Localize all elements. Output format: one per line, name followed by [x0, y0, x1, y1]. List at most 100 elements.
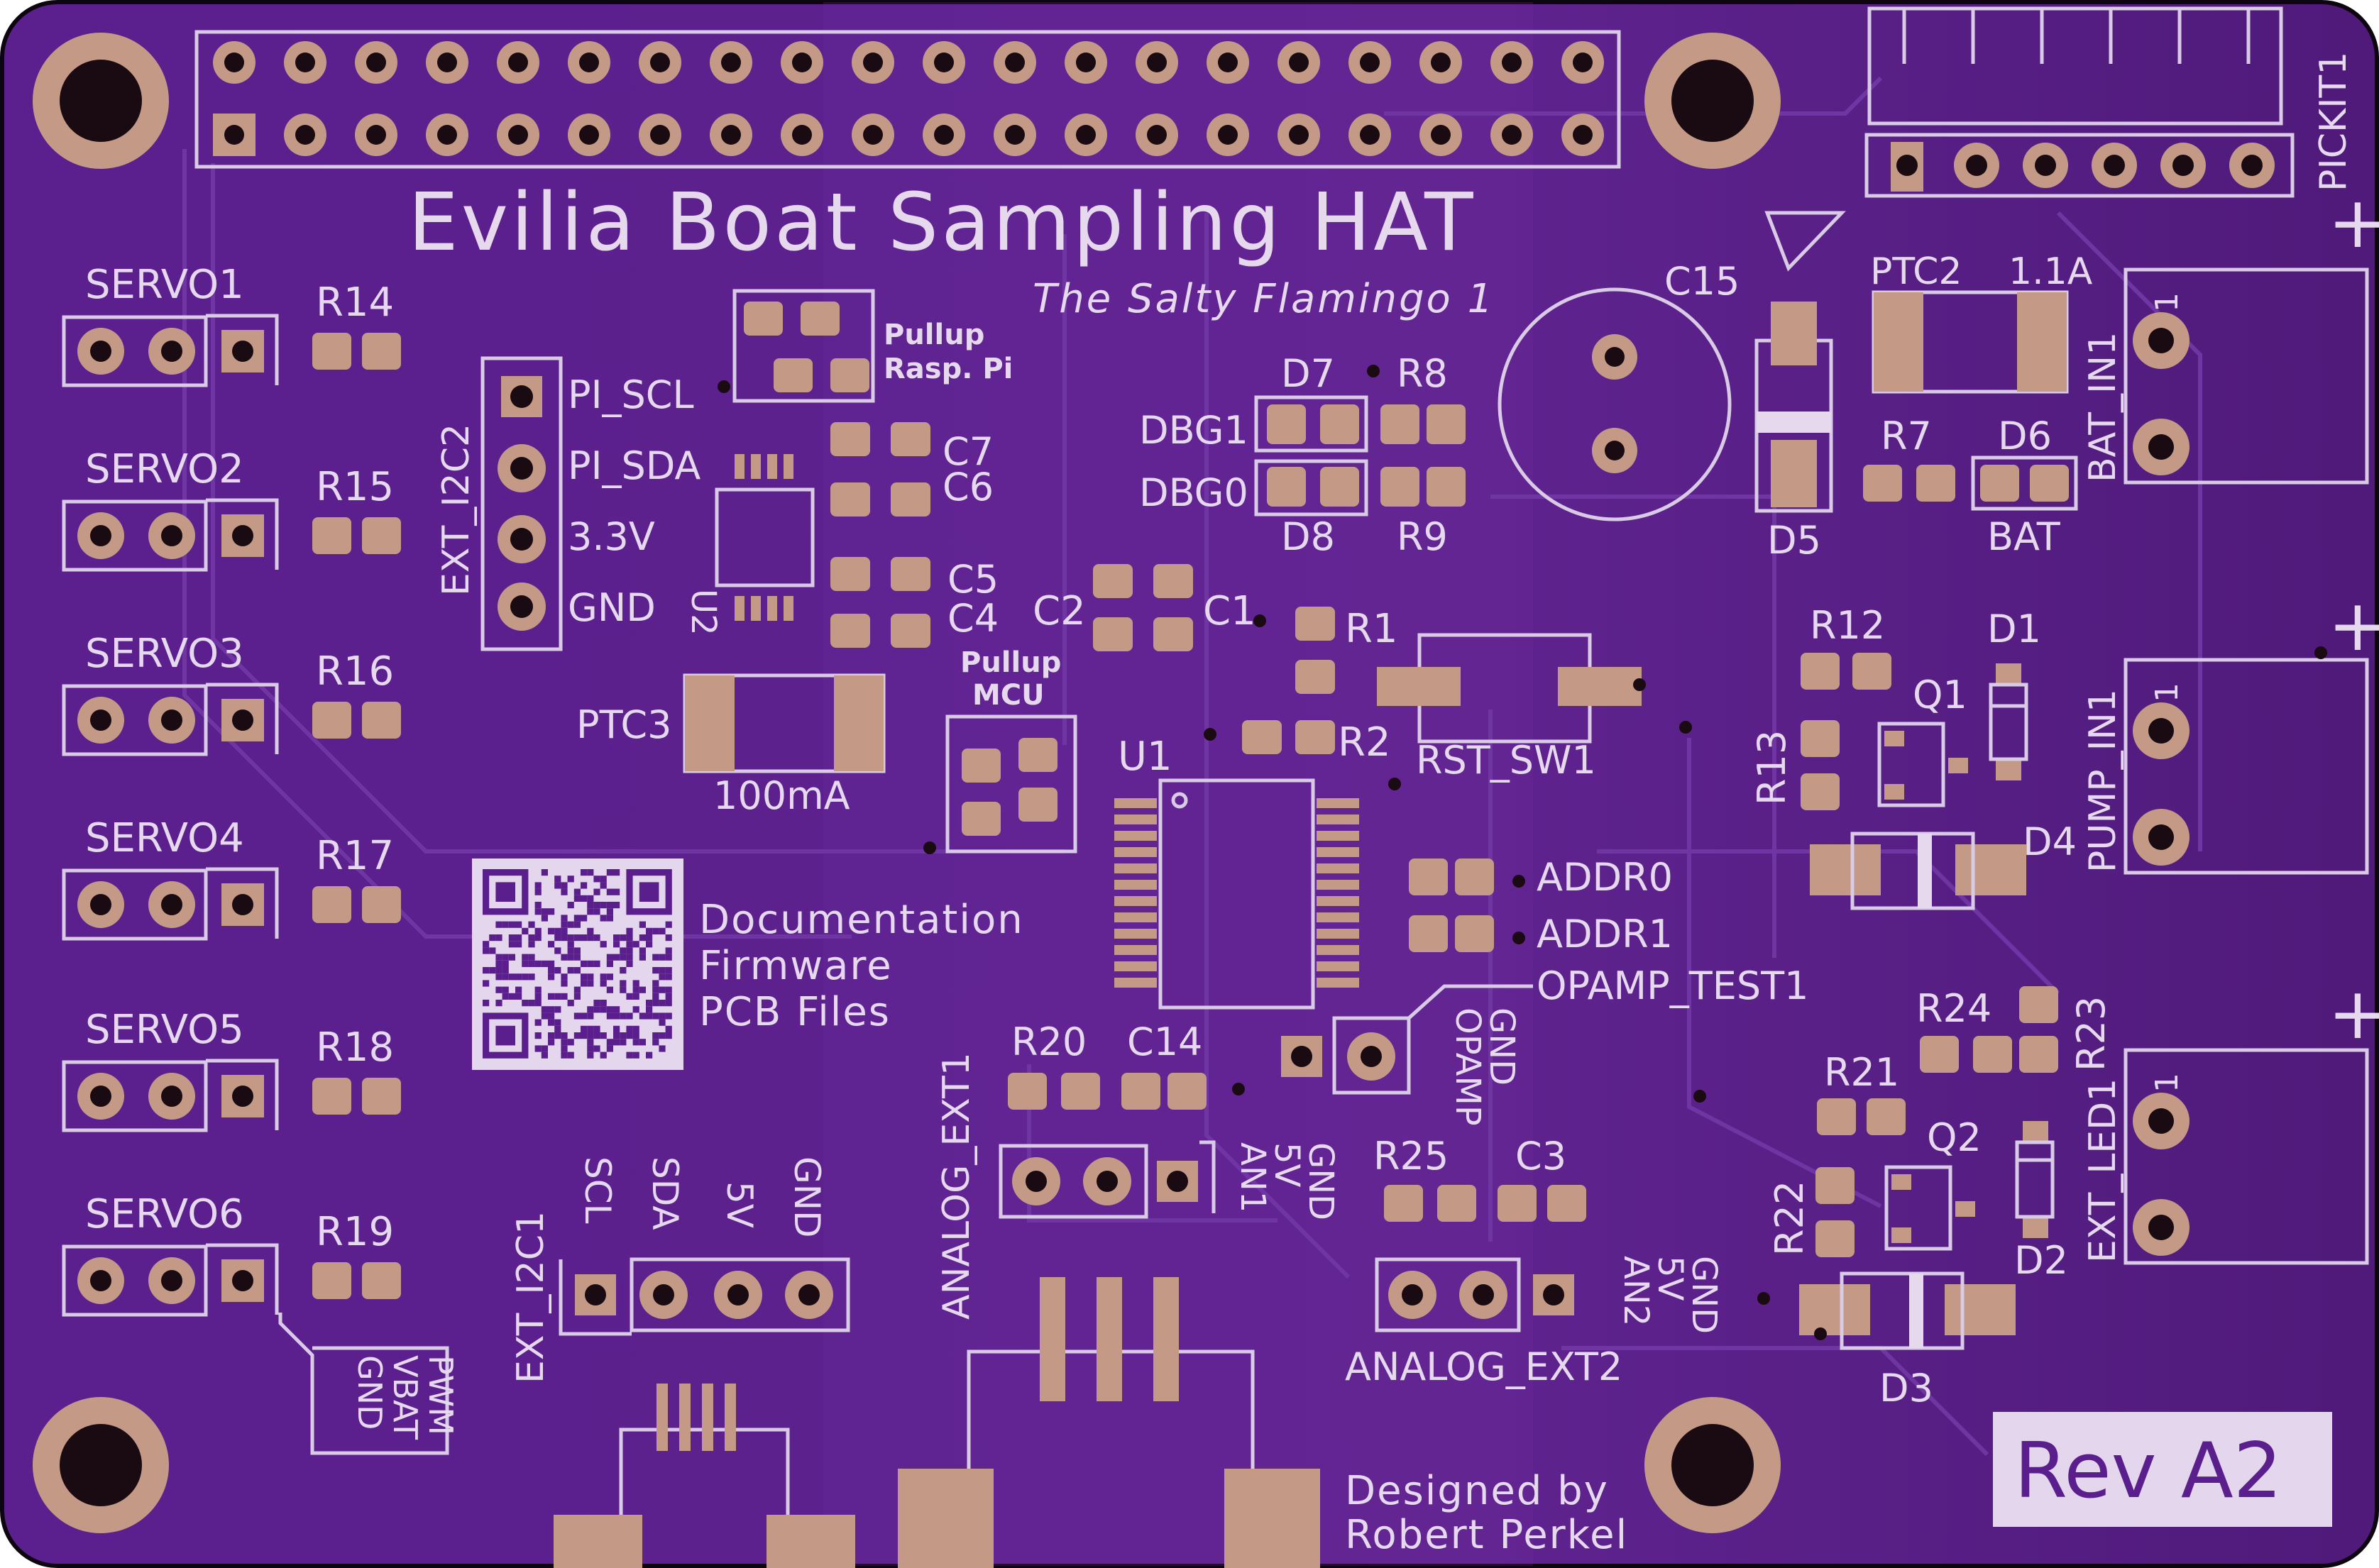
r1-label: R1 — [1345, 606, 1398, 652]
servo-resistor-label: R16 — [316, 648, 394, 695]
qr-code — [472, 858, 683, 1070]
r25-c3 — [1384, 1185, 1586, 1222]
caps-u2 — [830, 422, 930, 648]
pullup-mcu-line1: Pullup — [960, 646, 1061, 679]
ext-i2c2-label: EXT_I2C2 — [435, 424, 478, 596]
c5-label: C5 — [947, 557, 999, 602]
d6-outline — [1971, 456, 2078, 511]
r9-label: R9 — [1397, 514, 1448, 559]
an1-pin-an1: AN1 — [1233, 1142, 1273, 1213]
pin1-marker: 1 — [2149, 292, 2185, 312]
an2-pin-5v: 5V — [1650, 1256, 1690, 1301]
revision-label: Rev A2 — [2014, 1427, 2282, 1515]
i2c1-pin-scl: SCL — [577, 1156, 618, 1224]
pin-pi-sda: PI_SDA — [568, 443, 700, 488]
an2-pin-an2: AN2 — [1616, 1256, 1656, 1326]
led-driver — [1799, 986, 2058, 1335]
i2c1-pin-gnd: GND — [786, 1156, 828, 1238]
servo-label: SERVO1 — [85, 262, 244, 308]
q1-label: Q1 — [1913, 673, 1967, 717]
c15-label: C15 — [1664, 259, 1740, 304]
pullup-pi-line2: Rasp. Pi — [884, 353, 1013, 385]
pullup-pi: Pullup Rasp. Pi — [732, 289, 1013, 403]
u2-chip: U2 — [683, 454, 815, 636]
qr-link-pcb-files: PCB Files — [699, 989, 891, 1035]
mounting-hole — [1644, 1397, 1781, 1533]
c3-label: C3 — [1515, 1134, 1566, 1178]
analog-ext2-connector: ANALOG_EXT2 GND 5V AN2 — [1345, 1256, 1724, 1389]
terminal-label: EXT_LED1 — [2082, 1078, 2124, 1263]
board-subtitle: The Salty Flamingo 1 — [1033, 276, 1495, 322]
legend-gnd: GND — [351, 1355, 389, 1430]
servo-resistor-label: R14 — [316, 280, 394, 326]
servo-label: SERVO3 — [85, 631, 244, 677]
r24-label: R24 — [1916, 986, 1991, 1031]
q2-label: Q2 — [1927, 1115, 1982, 1160]
c7-label: C7 — [943, 429, 994, 474]
u2-label: U2 — [683, 589, 723, 636]
opamp-test-connector: OPAMP_TEST1 GND OPAMP — [1281, 964, 1808, 1126]
qr-link-firmware: Firmware — [699, 943, 893, 989]
u1-mcu: U1 — [1114, 734, 1359, 1010]
d2-outline — [2015, 1140, 2055, 1219]
ext-i2c1-connector: EXT_I2C1 SCL SDA 5V GND — [510, 1156, 850, 1384]
pullup-mcu: Pullup MCU — [945, 646, 1077, 854]
addr0-label: ADDR0 — [1537, 855, 1673, 900]
servo-connector: SERVO5 R18 — [62, 1007, 401, 1132]
an1-pin-gnd: GND — [1301, 1142, 1341, 1220]
c1-label: C1 — [1203, 588, 1256, 634]
pin-pi-scl: PI_SCL — [568, 372, 694, 417]
c15-capacitor: C15 — [1498, 259, 1740, 521]
r13-label: R13 — [1749, 730, 1794, 805]
d7-label: D7 — [1281, 351, 1335, 396]
d2-label: D2 — [2014, 1238, 2068, 1283]
analog-ext2-label: ANALOG_EXT2 — [1345, 1345, 1622, 1389]
board-title: Evilia Boat Sampling HAT — [408, 177, 1476, 269]
servo-connector: SERVO4 R17 — [62, 815, 401, 941]
d8-outline — [1254, 459, 1368, 517]
servo-connector: SERVO1 R14 — [62, 262, 401, 387]
servo-label: SERVO5 — [85, 1007, 244, 1053]
pullup-mcu-line2: MCU — [972, 679, 1045, 712]
servo-resistor-label: R17 — [316, 833, 394, 879]
d6-label: D6 — [1998, 414, 2052, 458]
designer-line2: Robert Perkel — [1345, 1512, 1628, 1558]
mounting-hole — [33, 33, 169, 169]
d8-label: D8 — [1281, 514, 1335, 559]
debug-leds — [1267, 404, 1466, 507]
c2-label: C2 — [1033, 588, 1086, 634]
r8-label: R8 — [1397, 351, 1448, 396]
r20-c14 — [1008, 1073, 1207, 1110]
pin1-marker: 1 — [2149, 1073, 2185, 1093]
ptc2-value: 1.1A — [2009, 250, 2093, 293]
c14-label: C14 — [1127, 1020, 1202, 1064]
d5-diode: D5 — [1754, 211, 1846, 563]
legend-vbat: VBAT — [386, 1355, 424, 1440]
ptc3-value: 100mA — [713, 773, 850, 818]
servo-resistor-label: R18 — [316, 1025, 394, 1071]
pin1-marker: 1 — [2149, 683, 2185, 702]
d5-label: D5 — [1767, 518, 1821, 563]
pump-driver — [1801, 653, 2026, 895]
revision-badge: Rev A2 — [1993, 1412, 2332, 1527]
pickit-header: PICKIT1 — [1864, 6, 2355, 198]
terminal-label: PUMP_IN1 — [2082, 689, 2124, 873]
r2-label: R2 — [1338, 719, 1391, 766]
designer-line1: Designed by — [1345, 1468, 1609, 1514]
ptc2-label: PTC2 — [1870, 250, 1962, 293]
addr1-label: ADDR1 — [1537, 912, 1673, 956]
dbg0-label: DBG0 — [1139, 470, 1248, 515]
servo-connector: SERVO3 R16 — [62, 631, 401, 756]
d7-outline — [1254, 395, 1368, 453]
d3-outline — [1840, 1271, 1965, 1350]
bottom-connector-left — [554, 1384, 855, 1568]
servo-label: SERVO4 — [85, 815, 244, 861]
an1-pin-5v: 5V — [1267, 1142, 1307, 1188]
d1-outline — [1989, 683, 2028, 761]
servo-resistor-label: R15 — [316, 464, 394, 510]
ext-i2c2-connector: EXT_I2C2 PI_SCL PI_SDA 3.3V GND — [435, 356, 700, 651]
bottom-connector-right — [898, 1277, 1320, 1568]
